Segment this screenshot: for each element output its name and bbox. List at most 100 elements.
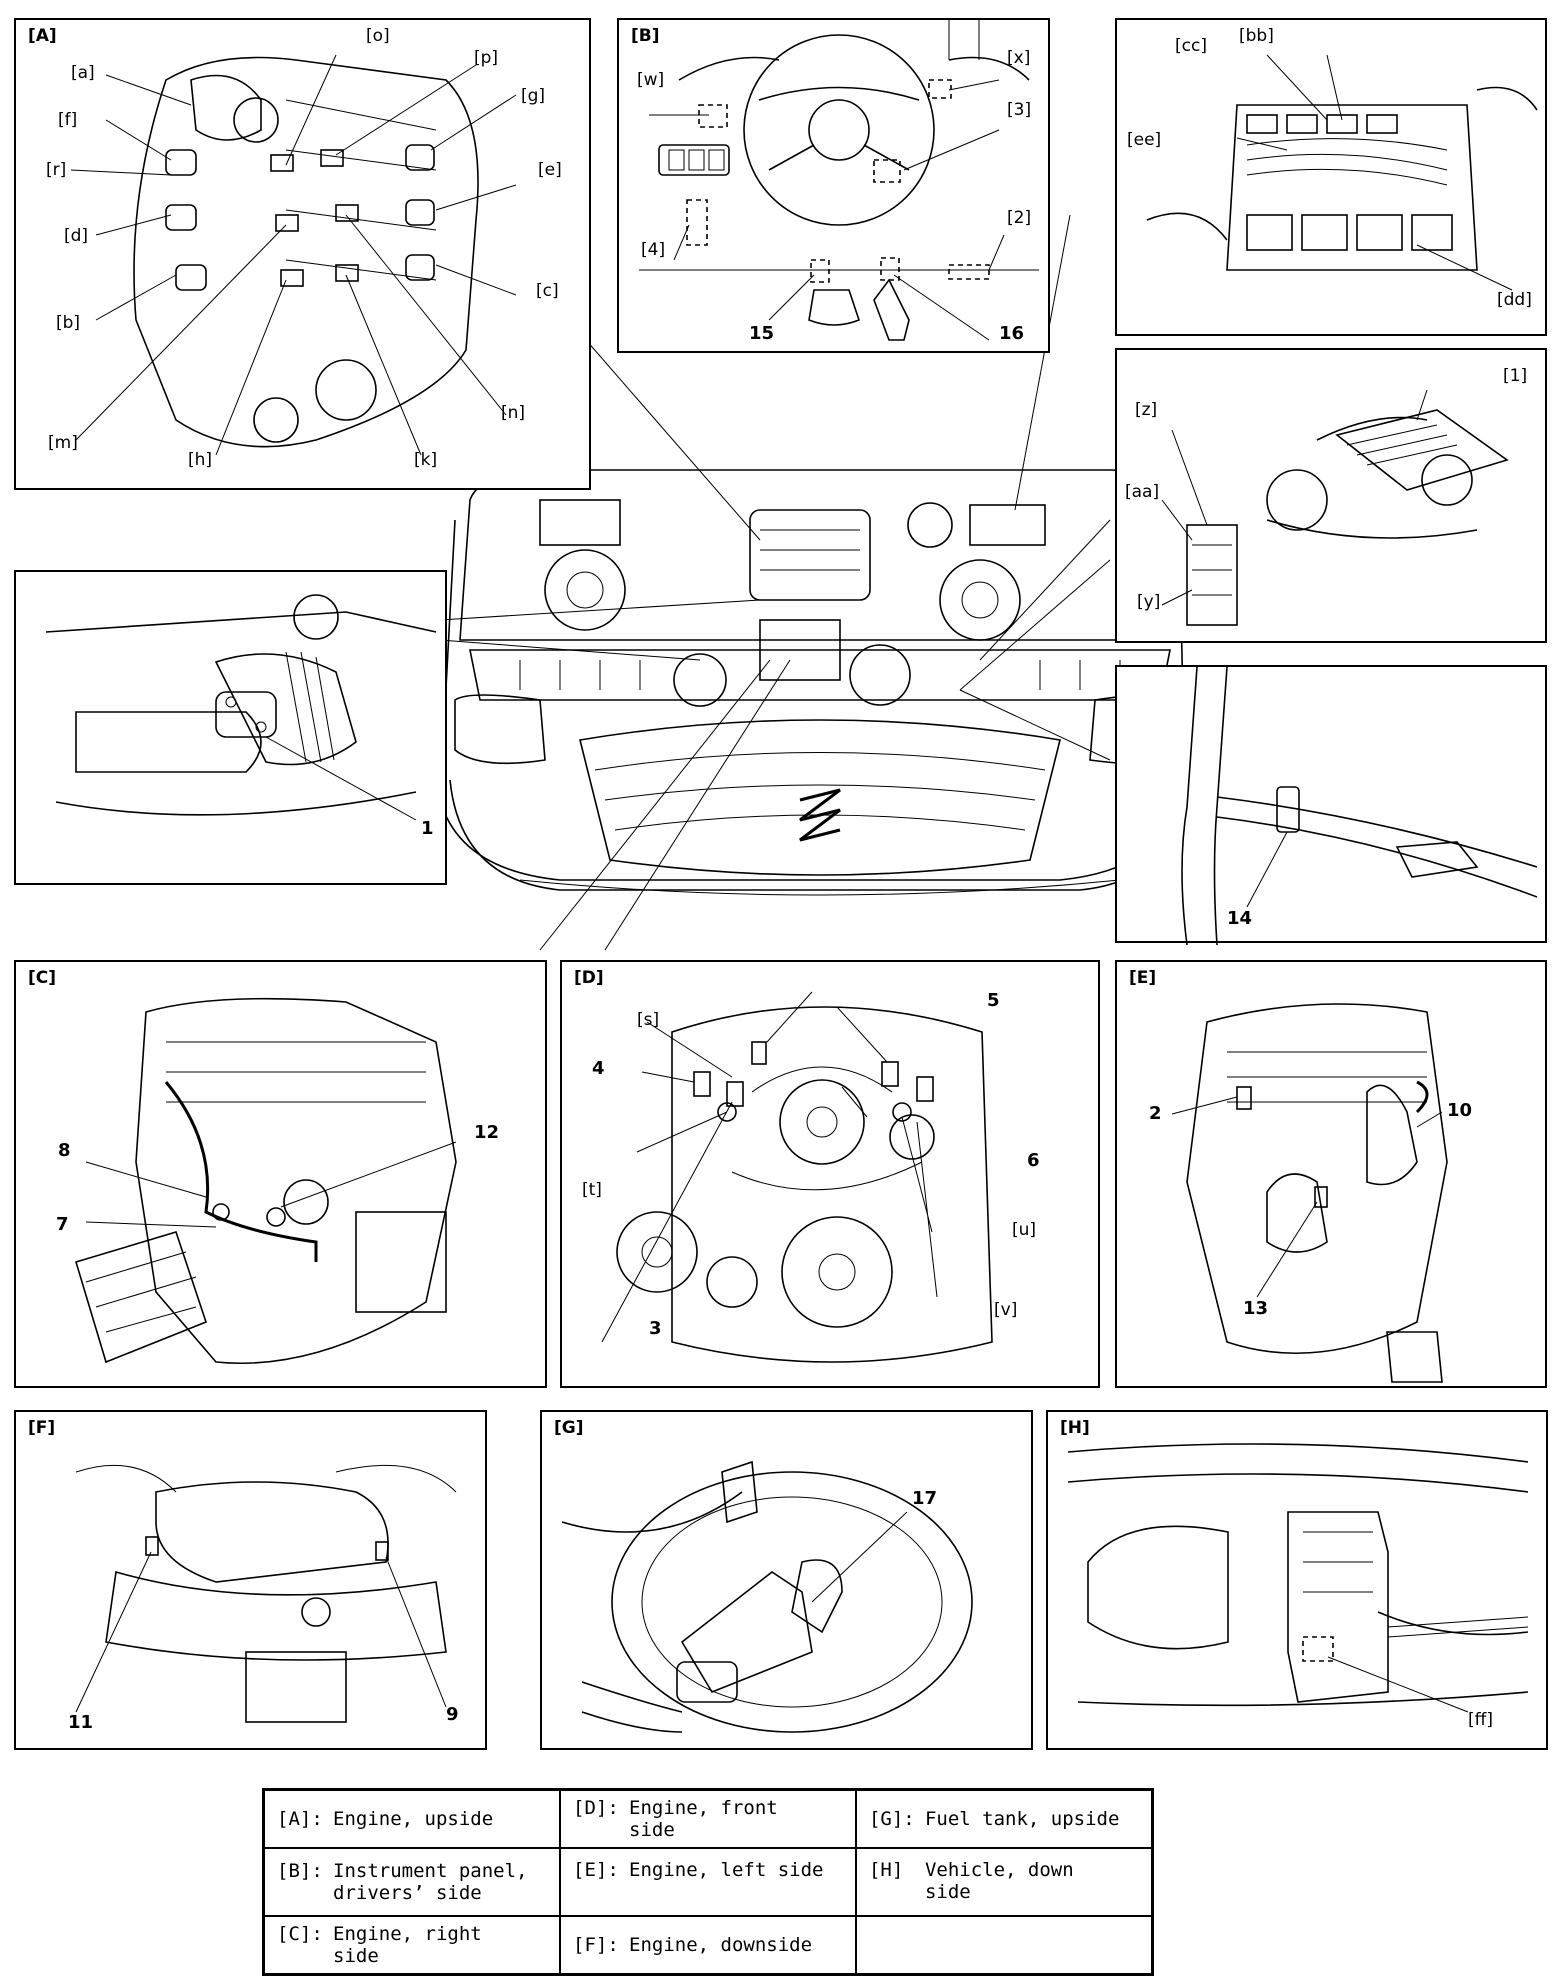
panel-title-g: [G] [554, 1418, 584, 1438]
callout-9: 9 [446, 1704, 459, 1725]
callout-x: [x] [1007, 48, 1031, 68]
callout-b: [b] [56, 313, 81, 333]
legend-cell: [A]: Engine, upside [262, 1788, 561, 1849]
legend-code: [C]: [277, 1923, 323, 1945]
legend-cell: [B]:Instrument panel, drivers’ side [262, 1847, 561, 1917]
callout-7: 7 [56, 1214, 69, 1235]
callout-aa: [aa] [1125, 482, 1160, 502]
panel-relay-box: [z] [1] [aa] [y] [1115, 348, 1547, 643]
panel-title-c: [C] [28, 968, 57, 988]
air-intake-sensor-illustration [45, 594, 437, 821]
panel-title-f: [F] [28, 1418, 56, 1438]
callout-3: 3 [649, 1318, 662, 1339]
callout-y: [y] [1137, 592, 1161, 612]
legend-cell: [D]: Engine, front side [559, 1788, 857, 1849]
callout-a: [a] [71, 63, 95, 83]
callout-u: [u] [1012, 1220, 1037, 1240]
legend-cell: [H] Vehicle, down side [854, 1847, 1154, 1917]
callout-d: [d] [64, 226, 89, 246]
legend-cell [854, 1915, 1154, 1976]
callout-g: [g] [521, 86, 546, 106]
panel-engine-right-side: [C] 8 12 7 [14, 960, 547, 1388]
callout-c: [c] [536, 281, 559, 301]
legend-code: [B]: [277, 1860, 323, 1882]
legend-code: [H] [868, 1859, 904, 1881]
engine-downside-illustration [75, 1464, 457, 1723]
callout-w: [w] [637, 70, 665, 90]
legend-table: [A]: Engine, upside [D]: Engine, front sid… [262, 1788, 1154, 1976]
callout-10: 10 [1447, 1100, 1473, 1121]
panel-instrument-panel: [B] [w] [x] [3] [4] [2] 15 16 [617, 18, 1050, 353]
callout-r: [r] [46, 160, 67, 180]
callout-1: 1 [421, 818, 434, 839]
panel-air-intake-sensor: 1 [14, 570, 447, 885]
panel-vehicle-downside: [H] [ff] [1046, 1410, 1548, 1750]
engine-upside-illustration [70, 54, 517, 456]
panel-fuel-tank-upside: [G] 17 [540, 1410, 1033, 1750]
callout-s: [s] [637, 1010, 660, 1030]
legend-text: Engine, right side [333, 1923, 482, 1967]
callout-2: [2] [1007, 208, 1032, 228]
legend-code: [E]: [573, 1859, 619, 1881]
legend-cell: [C]: Engine, right side [262, 1915, 561, 1976]
legend-code: [G]: [868, 1808, 915, 1830]
callout-e: [e] [538, 160, 562, 180]
callout-1-relay: [1] [1503, 366, 1528, 386]
engine-right-side-illustration [75, 997, 457, 1365]
callout-11: 11 [68, 1712, 94, 1733]
panel-pressure-sensor: 14 [1115, 665, 1547, 945]
callout-o: [o] [366, 26, 390, 46]
instrument-panel-illustration [639, 20, 1039, 341]
legend-row: [C]: Engine, right side [F]: Engine, downs… [262, 1915, 1154, 1976]
legend-text: Engine, upside [333, 1808, 494, 1830]
callout-t: [t] [582, 1180, 602, 1200]
callout-12: 12 [474, 1122, 500, 1143]
legend-text: Vehicle, down side [924, 1859, 1074, 1903]
engine-left-side-illustration [1171, 1003, 1448, 1383]
callout-z: [z] [1135, 400, 1158, 420]
callout-2: 2 [1149, 1103, 1162, 1124]
callout-6: 6 [1027, 1150, 1040, 1171]
callout-ff: [ff] [1468, 1710, 1493, 1730]
callout-n: [n] [501, 403, 526, 423]
callout-15: 15 [749, 323, 775, 344]
callout-p: [p] [474, 48, 499, 68]
legend-code: [F]: [573, 1934, 619, 1956]
legend-text: Fuel tank, upside [924, 1808, 1120, 1830]
legend-text: Engine, downside [629, 1934, 813, 1956]
fuse-box-illustration [1146, 54, 1538, 291]
callout-f: [f] [58, 110, 78, 130]
engine-front-side-illustration [601, 991, 993, 1363]
legend-code: [A]: [277, 1808, 323, 1830]
vehicle-downside-illustration [1067, 1443, 1529, 1713]
callout-h: [h] [188, 450, 213, 470]
legend-text: Engine, front side [629, 1797, 778, 1841]
callout-dd: [dd] [1497, 290, 1532, 310]
panel-title-b: [B] [631, 26, 660, 46]
callout-m: [m] [48, 433, 78, 453]
panel-title-e: [E] [1129, 968, 1157, 988]
legend-row: [B]:Instrument panel, drivers’ side [E]:… [262, 1847, 1154, 1917]
callout-ee: [ee] [1127, 130, 1162, 150]
legend-code: [D]: [573, 1797, 619, 1819]
callout-bb: [bb] [1239, 26, 1274, 46]
callout-17: 17 [912, 1488, 938, 1509]
legend-text: Engine, left side [629, 1859, 824, 1881]
callout-k: [k] [414, 450, 438, 470]
callout-5: 5 [987, 990, 1000, 1011]
panel-engine-front-side: [D] [s] 5 4 6 [t] [u] 3 [v] [560, 960, 1100, 1388]
legend-row: [A]: Engine, upside [D]: Engine, front sid… [262, 1788, 1154, 1849]
callout-8: 8 [58, 1140, 71, 1161]
callout-14: 14 [1227, 908, 1253, 929]
callout-4: [4] [641, 240, 666, 260]
panel-engine-left-side: [E] 10 2 13 [1115, 960, 1547, 1388]
callout-3: [3] [1007, 100, 1032, 120]
callout-cc: [cc] [1175, 36, 1207, 56]
panel-engine-downside: [F] 11 9 [14, 1410, 487, 1750]
callout-4: 4 [592, 1058, 605, 1079]
pressure-sensor-illustration [1181, 667, 1538, 945]
panel-title-d: [D] [574, 968, 604, 988]
fuel-tank-upside-illustration [561, 1460, 973, 1733]
panel-fuse-box: [cc] [bb] [ee] [dd] [1115, 18, 1547, 336]
